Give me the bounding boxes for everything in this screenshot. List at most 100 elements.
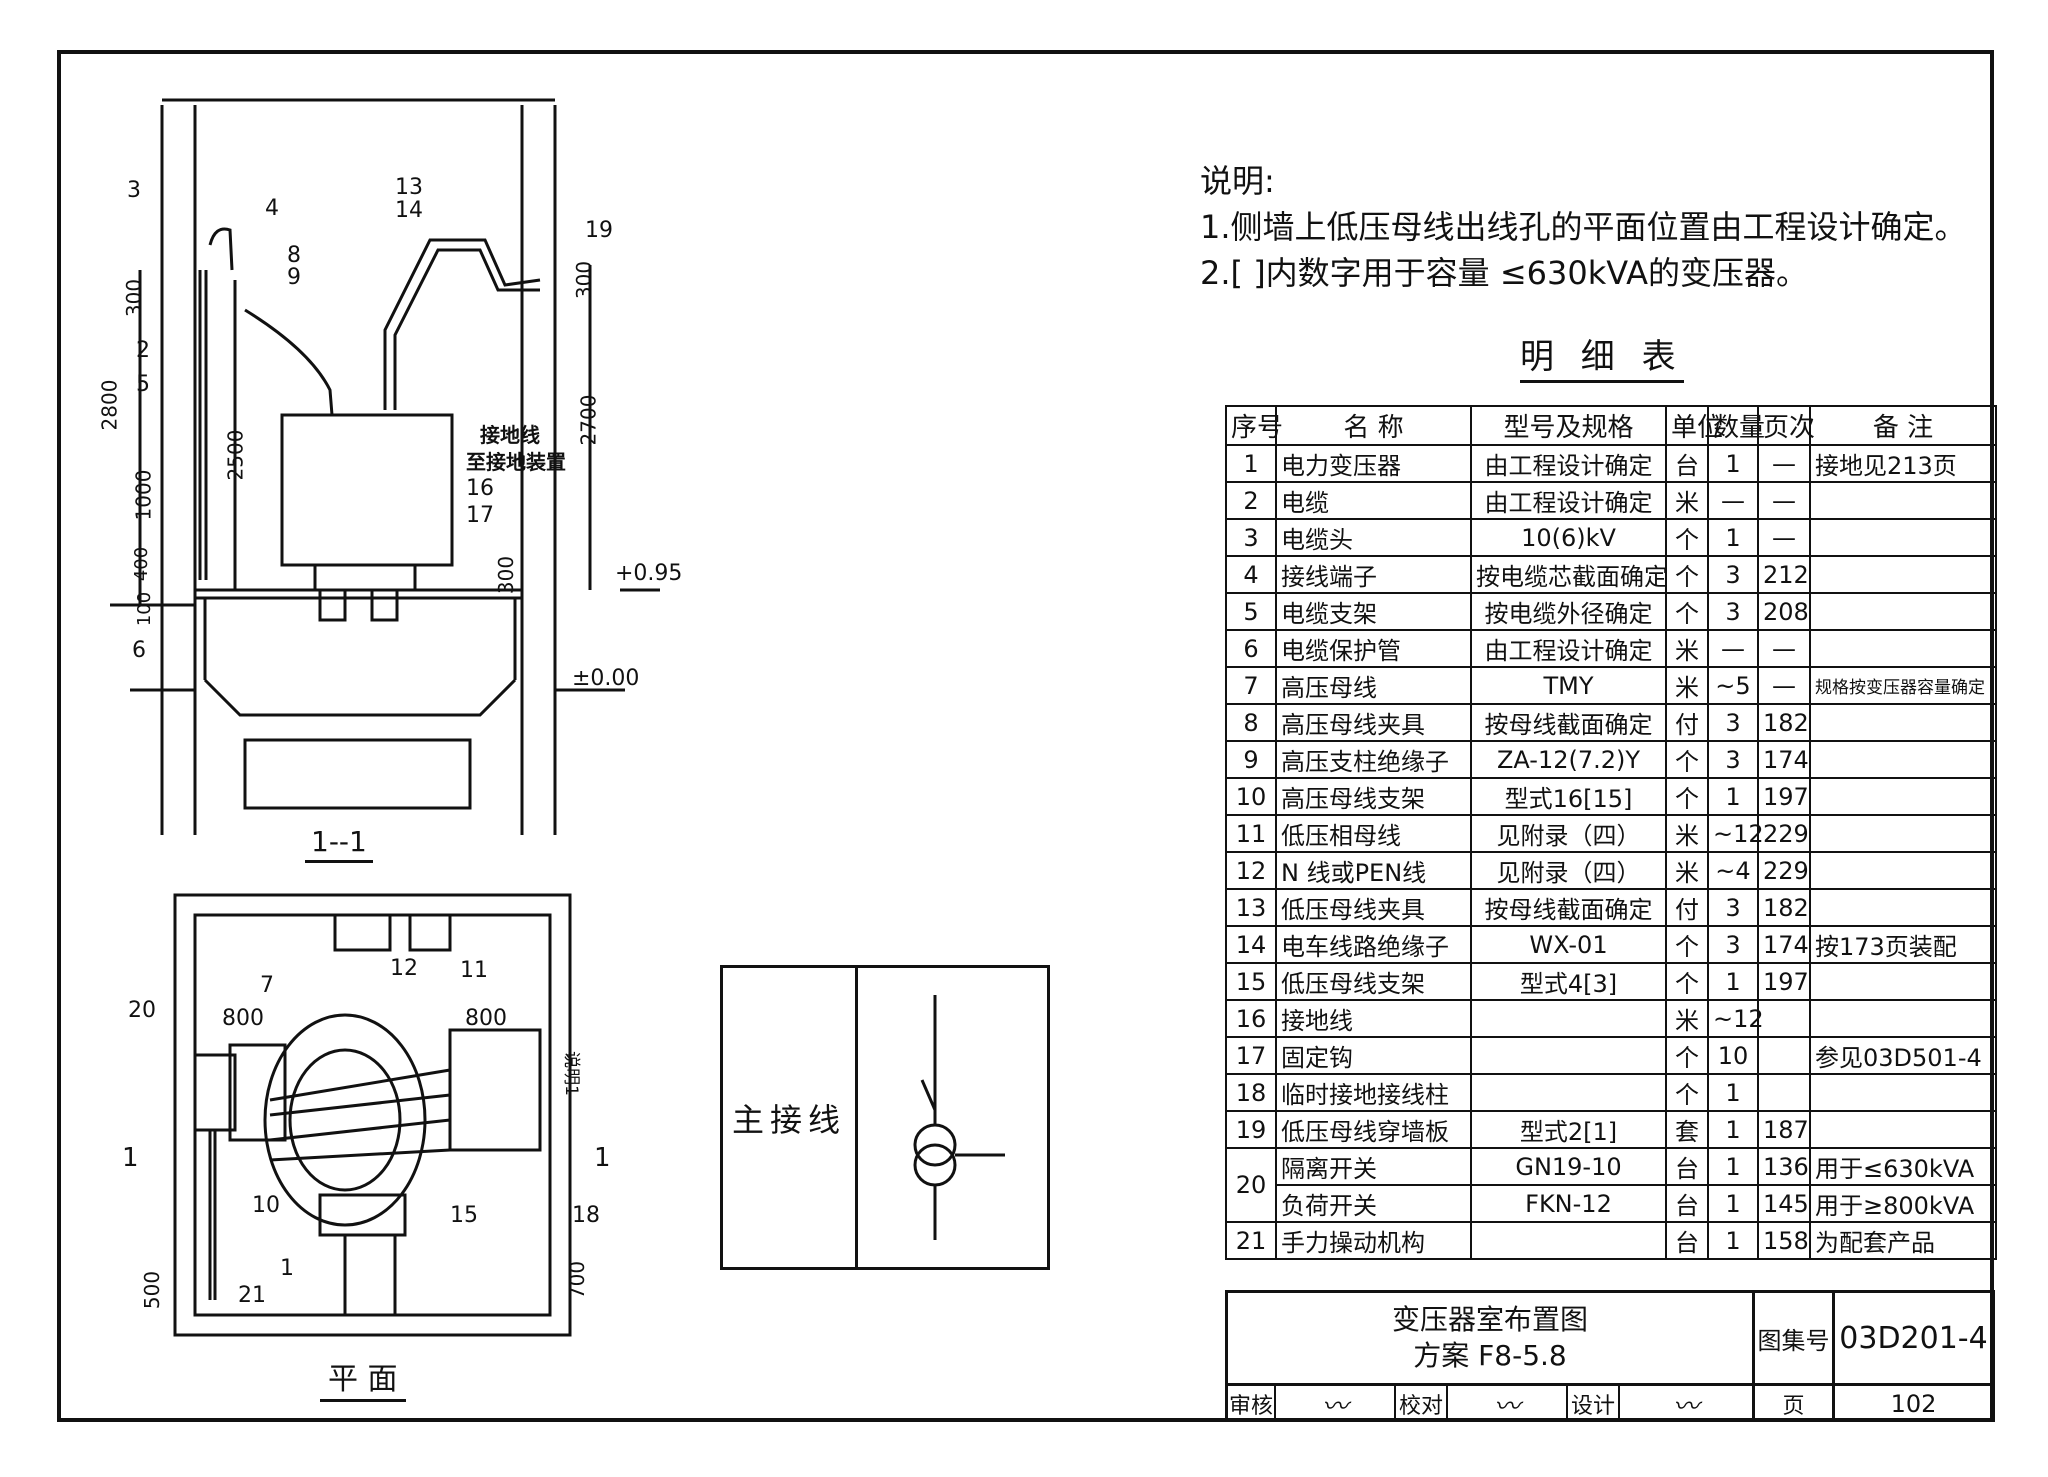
callout-2: 2 <box>136 338 150 363</box>
bom-cell <box>1470 1036 1667 1075</box>
bom-cell: 台 <box>1665 1147 1709 1186</box>
bom-cell: 16 <box>1225 999 1277 1038</box>
review-signature: 〰 <box>1276 1386 1396 1422</box>
bom-cell: 按电缆芯截面确定 <box>1470 555 1668 594</box>
page-number: 102 <box>1890 1390 1937 1418</box>
bom-cell: — <box>1757 629 1811 668</box>
callout-5: 5 <box>136 372 150 397</box>
bom-cell: 174 <box>1757 925 1811 964</box>
main-wiring-box: 主接线 <box>720 965 1050 1270</box>
callout-4: 4 <box>265 196 279 221</box>
bom-cell: 接线端子 <box>1275 555 1472 594</box>
bom-cell: 136 <box>1757 1147 1811 1186</box>
bom-cell: 1 <box>1707 1184 1759 1223</box>
bom-header-cell: 型号及规格 <box>1470 405 1667 446</box>
callout-9: 9 <box>287 265 301 290</box>
bom-cell <box>1470 1073 1667 1112</box>
bom-cell: 按电缆外径确定 <box>1470 592 1667 631</box>
atlas-number: 03D201-4 <box>1839 1320 1988 1356</box>
bom-cell: 3 <box>1225 518 1277 557</box>
bom-cell: 10 <box>1707 1036 1759 1075</box>
bom-cell <box>1809 962 1997 1001</box>
bom-header-cell: 数量 <box>1707 405 1765 446</box>
bom-cell <box>1809 888 1997 927</box>
bom-cell <box>1757 999 1811 1038</box>
bom-cell: ZA-12(7.2)Y <box>1470 740 1667 779</box>
bom-cell: 1 <box>1225 444 1277 483</box>
bom-cell: 负荷开关 <box>1275 1184 1472 1223</box>
plan-dim-500: 500 <box>140 1270 165 1310</box>
callout-6: 6 <box>132 638 146 663</box>
bom-cell: 个 <box>1665 740 1709 779</box>
bom-cell: 临时接地接线柱 <box>1275 1073 1472 1112</box>
bom-cell: 10 <box>1225 777 1277 816</box>
bom-cell: 18 <box>1225 1073 1277 1112</box>
bom-cell: 电力变压器 <box>1275 444 1472 483</box>
bom-cell: 7 <box>1225 666 1277 705</box>
bom-cell: 高压母线 <box>1275 666 1472 705</box>
bom-cell: 3 <box>1707 592 1759 631</box>
drawing-scheme: 方案 F8-5.8 <box>1413 1339 1567 1372</box>
bom-cell: 1 <box>1707 1110 1759 1149</box>
bom-cell <box>1809 740 1997 779</box>
bom-cell: 低压母线支架 <box>1275 962 1472 1001</box>
plan-dim-800-left: 800 <box>222 1006 264 1031</box>
bom-cell <box>1809 703 1997 742</box>
bom-cell: 个 <box>1665 925 1709 964</box>
bom-cell <box>1809 555 1997 594</box>
bom-cell <box>1809 1073 1997 1112</box>
notes-heading: 说明: <box>1200 162 1275 200</box>
plan-callout-10: 10 <box>252 1193 280 1218</box>
bom-cell: 由工程设计确定 <box>1470 629 1667 668</box>
bom-cell: 1 <box>1707 1221 1759 1260</box>
callout-17: 17 <box>466 503 494 528</box>
bom-cell: 高压母线夹具 <box>1275 703 1472 742</box>
callout-14: 14 <box>395 198 423 223</box>
bom-cell: 21 <box>1225 1221 1277 1260</box>
bom-cell: 个 <box>1665 555 1709 594</box>
bom-cell: 手力操动机构 <box>1275 1221 1472 1260</box>
ground-note-2: 至接地装置 <box>466 450 566 474</box>
bom-cell: 个 <box>1665 777 1709 816</box>
bom-cell: 15 <box>1225 962 1277 1001</box>
bom-cell: 4 <box>1225 555 1277 594</box>
bom-cell: ~12 <box>1707 814 1764 853</box>
bom-cell: 参见03D501-4 <box>1809 1036 1997 1075</box>
callout-16: 16 <box>466 476 494 501</box>
bom-cell <box>1809 851 1997 890</box>
bom-cell <box>1809 814 1997 853</box>
bom-cell: 145 <box>1757 1184 1811 1223</box>
bom-cell: 个 <box>1665 1036 1709 1075</box>
bom-cell <box>1809 481 1997 520</box>
bom-cell: ~12 <box>1707 999 1764 1038</box>
bom-cell: 规格按变压器容量确定 <box>1809 666 1997 705</box>
level-095: +0.95 <box>615 561 683 586</box>
bom-cell: 187 <box>1757 1110 1811 1149</box>
level-000: ±0.00 <box>572 666 640 691</box>
bom-cell: GN19-10 <box>1470 1147 1667 1186</box>
bom-cell: 套 <box>1665 1110 1709 1149</box>
bom-cell: 个 <box>1665 518 1709 557</box>
bom-cell: 20 <box>1225 1147 1277 1223</box>
bom-cell: 米 <box>1665 666 1709 705</box>
bom-header-cell: 页次 <box>1757 405 1815 446</box>
bom-cell: 米 <box>1665 814 1709 853</box>
bom-cell: TMY <box>1470 666 1667 705</box>
bom-cell: 低压母线夹具 <box>1275 888 1472 927</box>
bom-cell <box>1809 629 1997 668</box>
dim-300-c: 300 <box>572 260 597 300</box>
bom-cell: 付 <box>1665 703 1709 742</box>
bom-cell: — <box>1757 666 1811 705</box>
bom-cell: 17 <box>1225 1036 1277 1075</box>
